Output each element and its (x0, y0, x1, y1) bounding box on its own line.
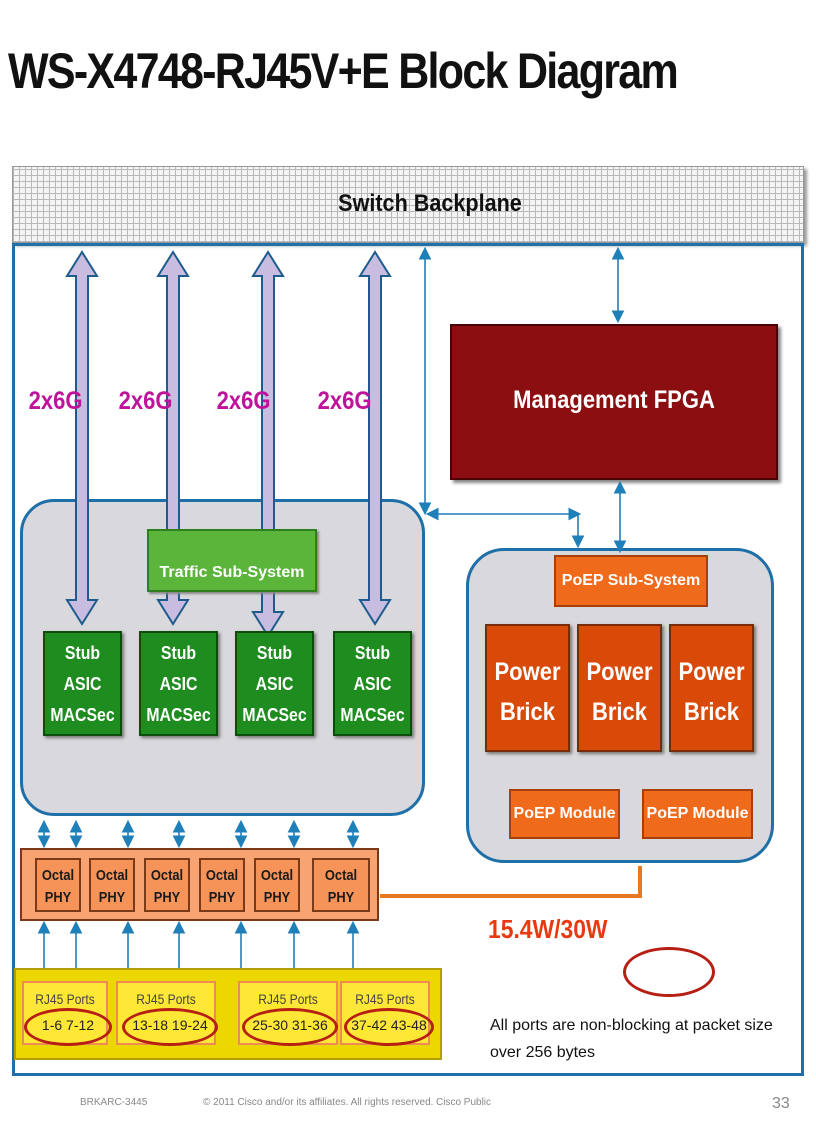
port-range-oval: 25-30 31-36 (242, 1008, 338, 1046)
port-range-oval: 13-18 19-24 (122, 1008, 218, 1046)
rj45-port-group: RJ45 Ports 37-42 43-48 (340, 981, 434, 1046)
page-number: 33 (772, 1095, 790, 1112)
switch-backplane (12, 166, 804, 243)
backplane-label: Switch Backplane (338, 190, 522, 217)
uplink-bandwidth-label: 2x6G (118, 387, 173, 415)
uplink-bandwidth-label: 2x6G (28, 387, 83, 415)
port-range-oval: 1-6 7-12 (24, 1008, 112, 1046)
rj45-port-group: RJ45 Ports 25-30 31-36 (238, 981, 338, 1046)
footer-session: BRKARC-3445 (80, 1097, 148, 1108)
non-blocking-note: All ports are non-blocking at packet siz… (490, 1017, 773, 1061)
power-feed-line (380, 866, 642, 898)
poep-module: PoEP Module (509, 789, 620, 839)
footer-copyright: © 2011 Cisco and/or its affiliates. All … (203, 1097, 434, 1108)
uplink-bandwidth-label: 2x6G (317, 387, 372, 415)
linecard-frame (12, 243, 804, 1076)
footer-classification: Cisco Public (436, 1097, 492, 1108)
page-title: WS-X4748-RJ45V+E Block Diagram (8, 43, 679, 99)
poep-subsystem-block: PoEP Sub-System (554, 555, 708, 607)
poe-power-label: 15.4W/30W (488, 914, 608, 944)
port-range-oval: 37-42 43-48 (344, 1008, 434, 1046)
uplink-bandwidth-label: 2x6G (216, 387, 271, 415)
rj45-port-group: RJ45 Ports 13-18 19-24 (116, 981, 218, 1046)
poep-module: PoEP Module (642, 789, 753, 839)
traffic-subsystem-label: Traffic Sub-System (159, 564, 305, 581)
management-fpga: Management FPGA (450, 324, 778, 480)
legend-oval (623, 947, 715, 997)
traffic-subsystem: Traffic Sub-System (147, 529, 317, 592)
rj45-port-group: RJ45 Ports 1-6 7-12 (22, 981, 112, 1046)
management-fpga-label: Management FPGA (513, 386, 715, 414)
